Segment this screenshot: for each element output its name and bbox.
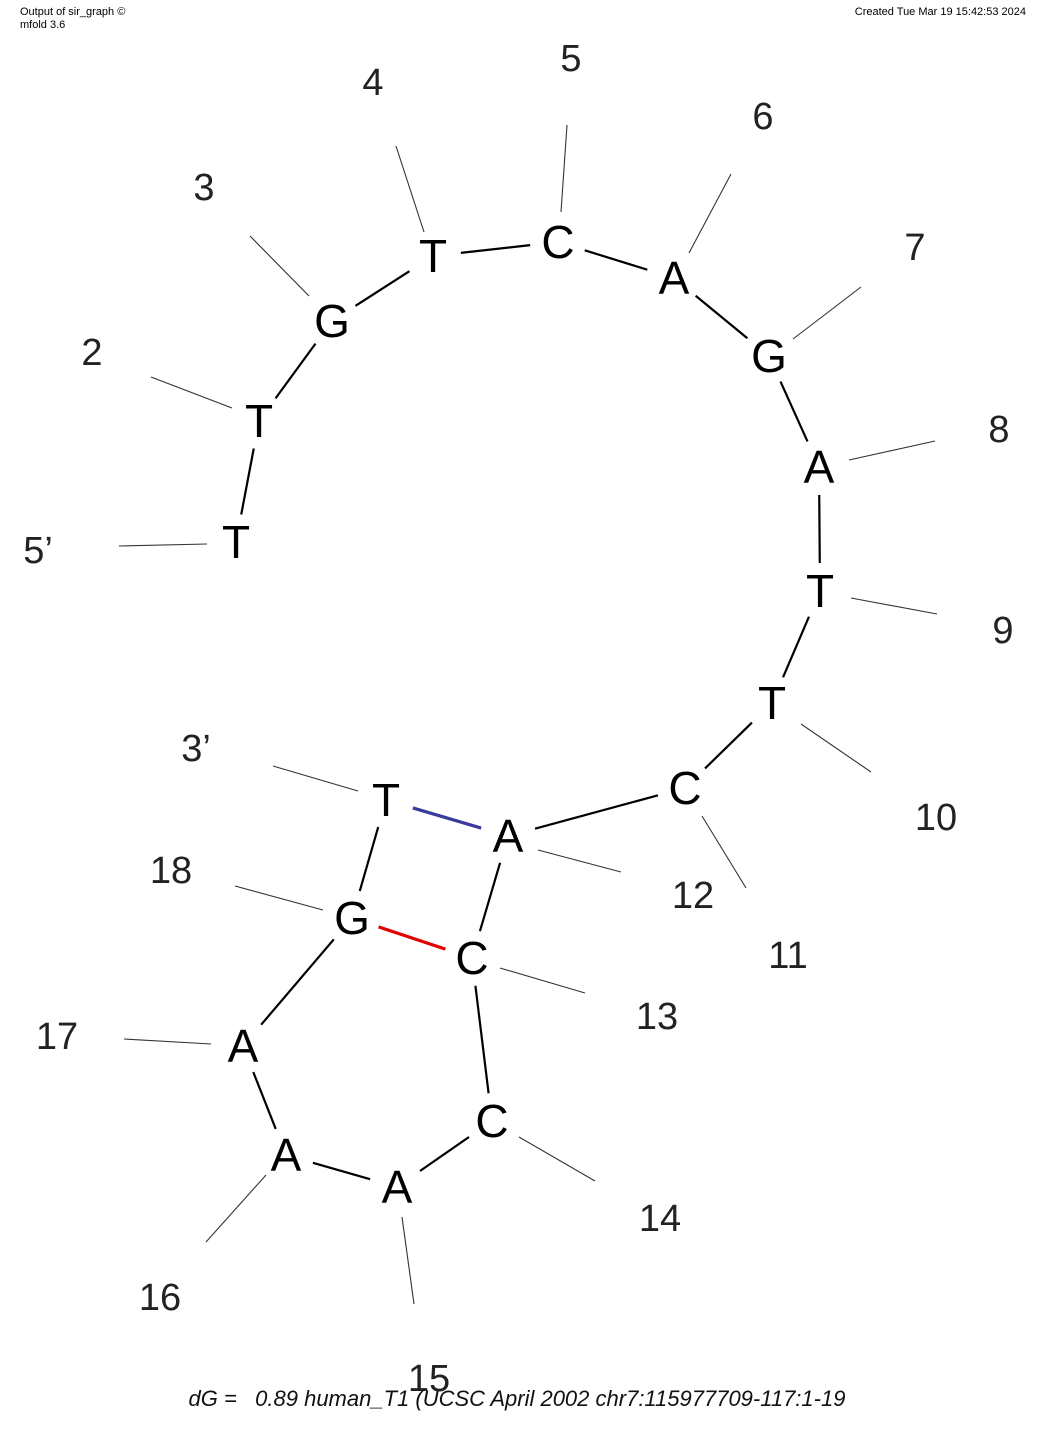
index-tick-line [205, 1174, 267, 1243]
backbone-segment [474, 985, 490, 1094]
index-label-16: 16 [139, 1277, 181, 1319]
index-label-10: 10 [915, 797, 957, 839]
nucleotide-3: G [314, 295, 350, 347]
index-label-4: 4 [362, 62, 383, 104]
nucleotide-17: A [228, 1020, 259, 1072]
nucleotide-12: A [493, 810, 524, 862]
nucleotide-19: T [372, 774, 400, 826]
index-label-18: 18 [150, 850, 192, 892]
index-tick-line [249, 235, 310, 297]
backbone-segment [779, 381, 809, 442]
backbone-segment [260, 938, 335, 1026]
index-label-15: 15 [408, 1358, 450, 1400]
backbone-segment [354, 270, 411, 307]
nucleotide-14: C [475, 1095, 508, 1147]
nucleotide-8: A [804, 441, 835, 493]
backbone-segment [818, 494, 821, 564]
header-version: mfold 3.6 [20, 19, 66, 31]
index-label-12: 12 [672, 875, 714, 917]
index-tick-line [792, 286, 862, 340]
index-label-5: 5 [560, 38, 581, 80]
nucleotide-10: T [758, 677, 786, 729]
index-tick-line [688, 173, 732, 254]
index-label-3: 3 [193, 167, 214, 209]
index-label-14: 14 [639, 1198, 681, 1240]
index-tick-line [537, 849, 622, 873]
index-label-8: 8 [988, 409, 1009, 451]
index-label-6: 6 [752, 96, 773, 138]
index-label-2: 2 [81, 332, 102, 374]
index-label-13: 13 [636, 996, 678, 1038]
header-program-info: Output of sir_graph © mfold 3.6 [20, 6, 125, 32]
base-pair-line [378, 925, 446, 951]
backbone-segment [274, 342, 317, 400]
nucleotide-11: C [668, 762, 701, 814]
index-tick-line [850, 597, 938, 615]
index-tick-line [701, 815, 747, 889]
backbone-segment [252, 1071, 277, 1130]
backbone-segment [312, 1161, 371, 1181]
backbone-segment [419, 1136, 470, 1172]
backbone-segment [584, 249, 648, 271]
nucleotide-7: G [751, 330, 787, 382]
index-tick-line [118, 543, 208, 547]
header-program-name: Output of sir_graph © [20, 6, 126, 18]
free-energy-caption: dG = 0.89 human_T1 (UCSC April 2002 chr7… [188, 1386, 846, 1411]
index-tick-line [150, 376, 233, 409]
nucleotide-16: A [271, 1129, 302, 1181]
index-tick-line [518, 1136, 596, 1182]
index-label-7: 7 [904, 227, 925, 269]
index-tick-line [800, 723, 872, 773]
five-prime-label: 5’ [23, 530, 53, 572]
backbone-segment [460, 244, 531, 254]
nucleotide-4: T [419, 230, 447, 282]
index-tick-lines [118, 124, 938, 1305]
three-prime-label: 3’ [181, 728, 211, 770]
nucleotide-15: A [382, 1161, 413, 1213]
index-tick-line [234, 885, 324, 911]
index-tick-line [499, 967, 586, 994]
backbone-lines [240, 244, 821, 1181]
nucleotide-1: T [222, 516, 250, 568]
index-tick-line [272, 765, 359, 792]
base-pair-line [412, 806, 482, 830]
index-labels: 5’ 2 3 4 5 6 7 8 9 10 11 12 13 14 15 16 17 18 3’ [23, 38, 1013, 1400]
backbone-segment [694, 294, 749, 340]
header-created-timestamp: Created Tue Mar 19 15:42:53 2024 [854, 6, 1026, 18]
nucleotide-6: A [659, 252, 690, 304]
index-tick-line [401, 1216, 415, 1305]
index-tick-line [560, 124, 568, 213]
backbone-segment [240, 448, 255, 515]
backbone-segment [704, 721, 753, 770]
nucleotide-9: T [806, 565, 834, 617]
base-pair-lines [378, 806, 482, 951]
nucleotide-18: G [334, 892, 370, 944]
index-tick-line [395, 145, 425, 233]
index-tick-line [848, 440, 936, 461]
nucleotide-13: C [455, 932, 488, 984]
index-label-17: 17 [36, 1016, 78, 1058]
nucleotide-5: C [541, 216, 574, 268]
backbone-segment [534, 794, 659, 830]
backbone-segment [358, 826, 380, 892]
index-label-9: 9 [992, 610, 1013, 652]
backbone-segment [782, 616, 810, 678]
backbone-segment [478, 862, 502, 932]
index-label-11: 11 [768, 935, 807, 977]
nucleotide-2: T [245, 395, 273, 447]
index-tick-line [123, 1038, 212, 1045]
